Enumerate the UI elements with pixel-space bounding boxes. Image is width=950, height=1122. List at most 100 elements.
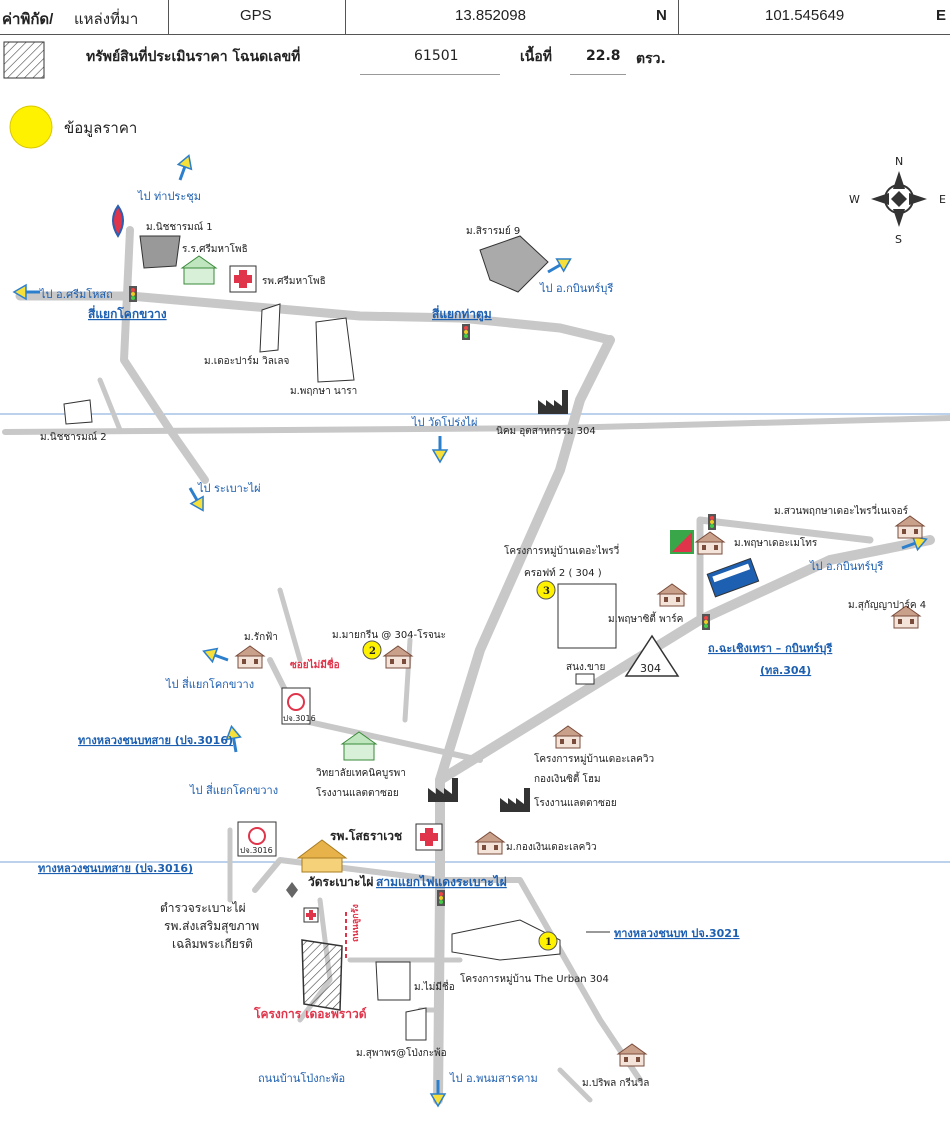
compass-rose	[871, 171, 927, 227]
label-soi-noname: ซอยไม่มีชื่อ	[290, 657, 340, 671]
bigc-store-icon	[670, 530, 694, 554]
label-proj-urban: โครงการหมู่บ้าน The Urban 304	[460, 972, 609, 985]
label-kok-khwang: สี่แยกโคกขวาง	[88, 305, 167, 321]
direction-arrow-icon	[543, 251, 576, 280]
label-m-pruksa-nara: ม.พฤกษา นารา	[290, 386, 357, 397]
label-hospital-srimahaphot: รพ.ศรีมหาโพธิ	[262, 274, 326, 287]
label-sales-office: สนง.ขาย	[566, 662, 605, 673]
compass-n: N	[895, 155, 903, 168]
label-road-304-code: (ทล.304)	[760, 664, 811, 677]
gas-station-icon	[112, 204, 124, 238]
area-label: เนื้อที่	[520, 49, 552, 65]
label-factory-2: โรงงานแลตตาซอย	[534, 796, 617, 809]
clinic-icon	[303, 907, 319, 923]
label-road-304: ถ.ฉะเชิงเทรา – กบินทร์บุรี	[708, 642, 832, 656]
deed-number: 61501	[414, 48, 459, 64]
route-sign-icon	[281, 687, 311, 725]
housing-footprint	[315, 317, 355, 383]
label-school: ร.ร.ศรีมหาโพธิ	[182, 242, 248, 255]
label-ruralroad-3021: ทางหลวงชนบท ปจ.3021	[614, 927, 740, 940]
property-hatch-legend	[3, 41, 45, 79]
housing-footprint	[259, 303, 281, 353]
route-sign-icon	[237, 821, 277, 857]
label-college: วิทยาลัยเทคนิคบูรพา	[316, 768, 406, 779]
label-to-wat-prong: ไป วัดโปร่งไผ่	[411, 415, 477, 429]
label-m-nitcharamani-2: ม.นิชชารมณ์ 2	[40, 431, 107, 443]
label-factory-1: โรงงานแลตตาซอย	[316, 786, 399, 799]
label-m-kongngoen: ม.กองเงินเดอะเลควิว	[506, 842, 597, 853]
coordinates-header: ค่าพิกัด/ แหล่งที่มา GPS 13.852098 N 101…	[0, 0, 950, 35]
label-to-tha-prachum: ไป ท่าประชุม	[137, 190, 201, 203]
label-m-suan-pruksa: ม.สวนพฤกษาเดอะไพรวี่เนเจอร์	[774, 503, 909, 517]
label-to-phanom: ไป อ.พนมสารคาม	[449, 1072, 538, 1085]
traffic-light-icon	[702, 614, 710, 630]
compass-e: E	[939, 193, 946, 206]
label-to-kabinburi-2: ไป อ.กบินทร์บุรี	[809, 560, 883, 573]
temple-icon	[296, 839, 348, 873]
price-marker-label: 3	[543, 586, 550, 597]
housing-footprint	[557, 583, 617, 649]
label-m-pruksa-metro: ม.พฤษาเดอะเมโทร	[734, 536, 818, 549]
label-sam-yaek: สามแยกไฟแดงระเบาะไผ่	[376, 874, 507, 889]
housing-footprint	[451, 919, 561, 961]
price-marker	[362, 640, 382, 660]
label-m-suchanya: ม.สุกัญญาปาร์ค 4	[848, 599, 926, 611]
label-health-2: เฉลิมพระเกียรติ	[172, 937, 253, 951]
lotus-store-icon	[706, 557, 760, 598]
house-icon	[617, 1043, 647, 1067]
legend-price-info: ข้อมูลราคา	[64, 119, 137, 137]
label-ruralroad-3016-b: ทางหลวงชนบทสาย (ปจ.3016)	[38, 862, 193, 875]
house-icon	[553, 725, 583, 749]
house-icon	[235, 645, 265, 669]
area-value: 22.8	[586, 48, 621, 64]
school-icon	[180, 255, 218, 285]
label-m-noname: ม.ไม่มีชื่อ	[414, 979, 455, 993]
label-to-srimahaphot: ไป อ.ศรีมโหสถ	[39, 287, 113, 301]
price-marker-label: 2	[369, 646, 376, 657]
longitude-dir: E	[936, 7, 947, 24]
label-m-supaporn: ม.สุพาพร@โป่งกะพ้อ	[356, 1046, 447, 1059]
longitude-value: 101.545649	[765, 7, 845, 24]
label-police: ตำรวจระเบาะไผ่	[160, 901, 246, 915]
label-proj-palace: โครงการ เดอะพราวด์	[253, 1006, 367, 1021]
compass-w: W	[849, 193, 860, 206]
label-to-kok-khwang-2: ไป สี่แยกโคกขวาง	[189, 782, 278, 797]
label-proj-privy-2: ครอฟท์ 2 ( 304 )	[524, 567, 602, 579]
traffic-light-icon	[129, 286, 137, 302]
latitude-dir: N	[656, 7, 667, 24]
college-icon	[340, 731, 378, 761]
house-icon	[475, 831, 505, 855]
underline	[570, 74, 626, 75]
coord-label: ค่าพิกัด/	[2, 11, 54, 28]
label-proj-lakeview-1: โครงการหมู่บ้านเดอะเลควิว	[534, 752, 654, 765]
route-sign-label: ปจ.3016	[240, 846, 273, 855]
label-road-pongkapho: ถนนบ้านโป่งกะพ้อ	[258, 1071, 345, 1085]
underline	[360, 74, 500, 75]
housing-footprint	[405, 1007, 427, 1041]
label-tha-tum: สี่แยกท่าตูม	[432, 305, 492, 322]
direction-arrow-icon	[199, 643, 232, 669]
label-industrial-estate: นิคม อุตสาหกรรม 304	[496, 426, 596, 437]
divider	[678, 0, 679, 34]
divider	[345, 0, 346, 34]
label-m-pruksa-city: ม.พฤษาซิตี้ พาร์ค	[608, 611, 683, 625]
label-m-the-farm: ม.เดอะปาร์ม วิลเลจ	[204, 355, 289, 367]
label-m-mayagreen: ม.มายกรีน @ 304-โรจนะ	[332, 628, 446, 641]
highway-sign-number: 304	[640, 662, 661, 675]
label-health-1: รพ.ส่งเสริมสุขภาพ	[164, 919, 259, 934]
label-hospital-sothara: รพ.โสธราเวช	[330, 828, 402, 843]
label-m-nitcharamani-1: ม.นิชชารมณ์ 1	[146, 221, 213, 233]
factory-icon	[538, 390, 568, 414]
label-proj-privy-1: โครงการหมู่บ้านเดอะไพรวี่	[504, 543, 619, 557]
hospital-icon	[229, 265, 257, 293]
hospital-icon	[415, 823, 443, 851]
divider	[168, 0, 169, 34]
factory-icon	[500, 788, 530, 812]
highway-sign-icon	[624, 634, 680, 677]
label-to-kabinburi-1: ไป อ.กบินทร์บุรี	[539, 282, 613, 295]
latitude-value: 13.852098	[455, 7, 526, 24]
label-road-note: ถนนลูกรัง	[350, 904, 361, 942]
property-row: ทรัพย์สินที่ประเมินราคา โฉนดเลขที่ 61501…	[0, 34, 950, 88]
traffic-light-icon	[462, 324, 470, 340]
